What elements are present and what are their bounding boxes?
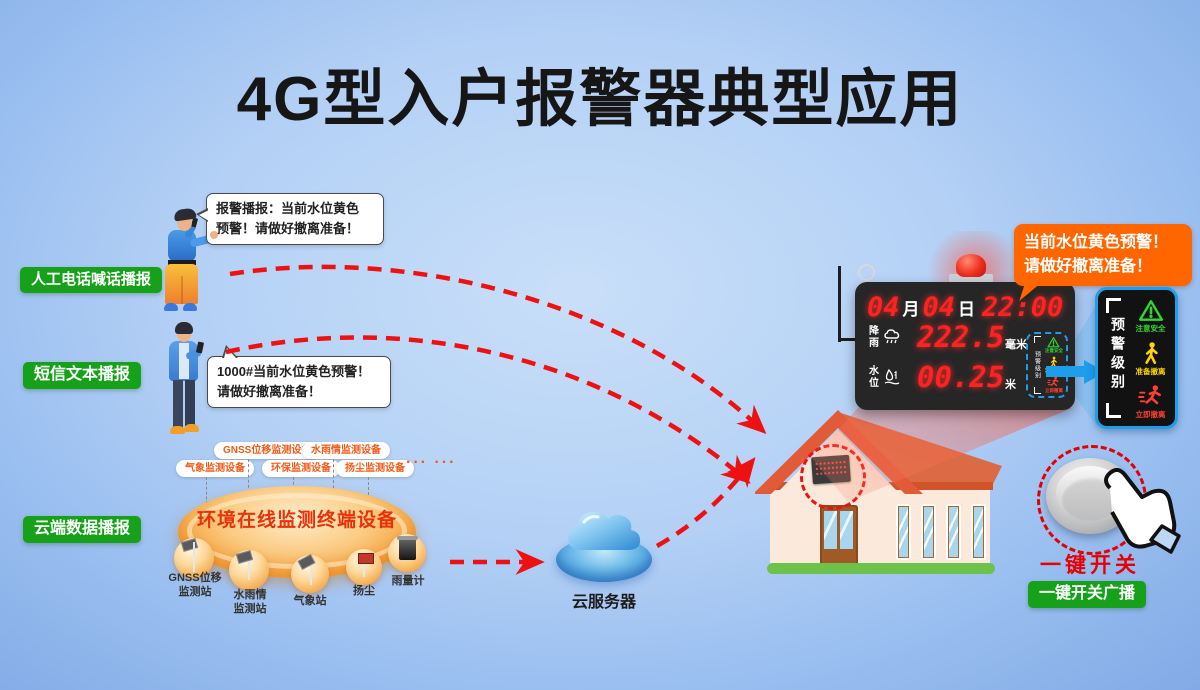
water-level-icon: [884, 368, 900, 385]
mount-ring-icon: [858, 264, 875, 281]
speech-bubble-phone: 报警播报：当前水位黄色 预警！请做好撤离准备！: [196, 193, 384, 246]
led-warning-level-box: 预警级别 注意安全 准备撤离 立即撤离: [1026, 332, 1068, 398]
led-display-panel: 04 月 04 日 22:00 降 雨 222.5 毫米 水 位 00.25 米…: [855, 282, 1075, 410]
cloud-icon: [568, 511, 641, 550]
station-label-dust: 扬尘: [353, 585, 375, 597]
cloud-server-label: 云服务器: [571, 594, 636, 611]
station-label-rain-gauge: 雨量计: [391, 575, 425, 587]
led-month-unit: 月: [902, 299, 920, 319]
alert-bubble: 当前水位黄色预警！ 请做好撤离准备！: [1014, 224, 1192, 286]
bracket-top-icon: [1106, 298, 1121, 313]
label-switch-broadcast: 一键开关广播: [1028, 581, 1147, 608]
speech-bubble-sms: 1000#当前水位黄色预警！ 请做好撤离准备！: [207, 344, 391, 409]
bracket-bottom-icon: [1106, 403, 1121, 418]
station-dust: [346, 549, 382, 585]
switch-caption: 一键开关: [1040, 554, 1140, 577]
walking-person-icon: [1138, 341, 1164, 367]
led-rain-unit: 毫米: [1005, 339, 1027, 351]
station-label-hydrology: 水雨情 监测站: [233, 589, 267, 615]
led-warning-level-title: 预警级别: [1033, 351, 1040, 379]
led-rain-label: 降 雨: [869, 326, 879, 349]
house-window: [971, 504, 986, 560]
house: [753, 400, 1005, 580]
pill-environment-device: 环保监测设备: [262, 460, 340, 477]
terminal-ellipse-title: 环境在线监测终端设备: [196, 510, 397, 531]
house-window: [921, 504, 936, 560]
page-title: 4G型入户报警器典型应用: [236, 65, 964, 134]
level-prepare-evacuate: 准备撤离: [1136, 341, 1166, 376]
blue-arrow-icon: [1046, 359, 1105, 384]
level-evacuate-now: 立即撤离: [1136, 384, 1166, 419]
phone-icon: [195, 341, 205, 354]
station-hydrology: [229, 550, 269, 590]
rain-cloud-icon: [884, 329, 900, 344]
antenna: [838, 266, 841, 342]
pill-dust-device: 扬尘监测设备: [336, 460, 414, 477]
house-door: [820, 505, 858, 570]
person-sms-reader: [162, 322, 226, 434]
running-person-icon: [1138, 384, 1164, 410]
alarm-beacon-icon: [956, 254, 986, 277]
station-label-weather: 气象站: [293, 595, 327, 607]
arrow-cloud-to-house: [655, 457, 756, 548]
pill-hydrology-device: 水雨情监测设备: [302, 442, 390, 459]
warning-panel-title: 预警级别: [1110, 317, 1126, 393]
station-gnss: [174, 538, 214, 578]
warning-triangle-icon: [1138, 298, 1164, 324]
led-water-unit: 米: [1005, 379, 1016, 391]
alarm-highlight-circle: [800, 444, 866, 510]
house-window: [896, 504, 911, 560]
pill-weather-device: 气象监测设备: [176, 460, 254, 477]
level-caution: 注意安全: [1136, 298, 1166, 333]
warning-level-panel: 预警级别 注意安全 准备撤离 立即撤离: [1095, 287, 1178, 429]
person-phone-caller: [150, 206, 218, 316]
led-water-label: 水 位: [869, 366, 879, 389]
station-weather: [291, 554, 329, 593]
station-rain-gauge: [388, 534, 426, 572]
house-window: [946, 504, 961, 560]
ellipsis-dots: ··· ···: [406, 454, 457, 471]
hand-pointer-icon: [1104, 468, 1181, 554]
led-rain-value: 222.5: [917, 320, 1005, 354]
led-month-value: 04: [867, 291, 900, 323]
station-label-gnss: GNSS位移 监测站: [168, 572, 222, 598]
label-sms-broadcast: 短信文本播报: [23, 362, 142, 389]
grass-strip: [767, 563, 995, 574]
led-day-value: 04: [922, 291, 956, 323]
label-cloud-broadcast: 云端数据播报: [23, 516, 142, 543]
led-water-value: 00.25: [917, 360, 1005, 394]
label-phone-broadcast: 人工电话喊话播报: [20, 267, 163, 293]
led-day-unit: 日: [958, 299, 976, 319]
